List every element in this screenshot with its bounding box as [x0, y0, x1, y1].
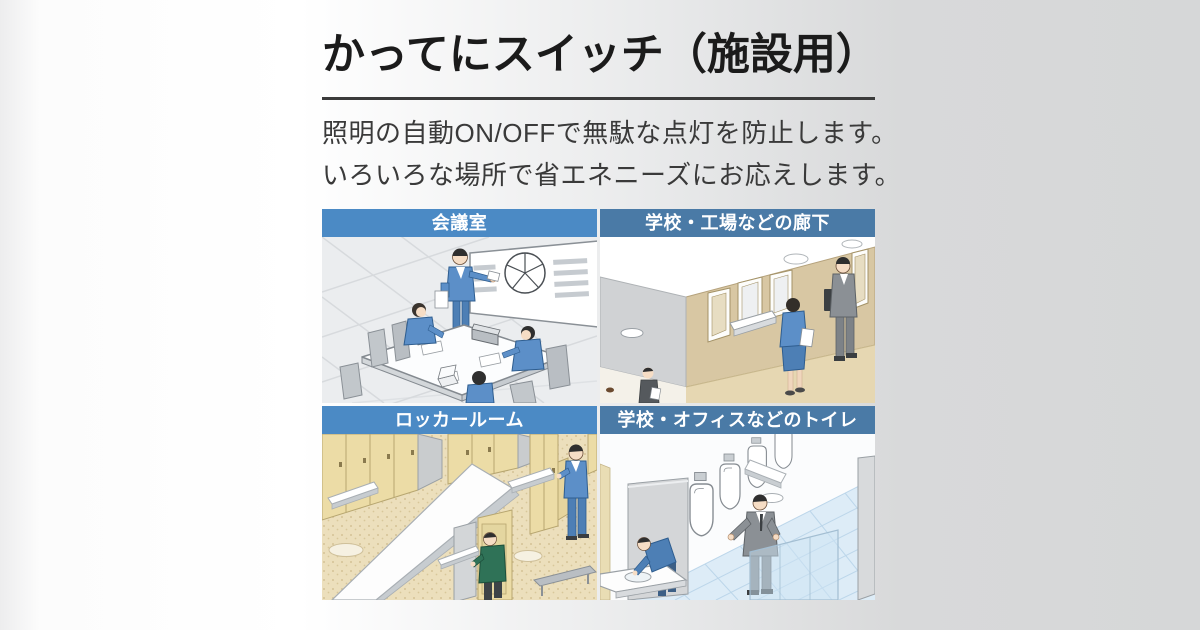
corridor-illustration: [600, 237, 875, 403]
page-title: かってにスイッチ（施設用）: [322, 31, 879, 79]
doors-and-windows: [707, 248, 869, 343]
panel-header-restroom: 学校・オフィスなどのトイレ: [600, 406, 875, 434]
locker-island: [331, 463, 520, 600]
header-block: かってにスイッチ（施設用） 照明の自動ON/OFFで無駄な点灯を防止します。 い…: [322, 30, 902, 196]
panel-header-corridor: 学校・工場などの廊下: [600, 209, 875, 237]
panel-label-corridor: 学校・工場などの廊下: [645, 213, 830, 233]
panel-restroom: 学校・オフィスなどのトイレ: [600, 406, 875, 600]
corridor-floor: [686, 345, 875, 403]
locker-bank-right: [529, 434, 597, 535]
floor-object: [606, 387, 614, 393]
small-figure: [638, 367, 662, 403]
walking-man-suit: [824, 257, 858, 361]
title-underline: [322, 96, 875, 100]
restroom-illustration: [600, 434, 875, 600]
bench: [533, 565, 597, 596]
presenter: [434, 248, 501, 340]
floor-mat-1: [328, 543, 364, 557]
wall-light-fixture: [729, 310, 777, 337]
locker-room-svg: [322, 434, 597, 600]
restroom-svg: [600, 434, 875, 600]
scene-grid: 会議室: [322, 209, 875, 600]
panel-header-locker-room: ロッカールーム: [322, 406, 597, 434]
glass-partition: [749, 529, 839, 600]
panel-label-locker-room: ロッカールーム: [395, 410, 524, 430]
meeting-room-svg: [322, 237, 597, 403]
man-washing: [600, 537, 688, 599]
floor-mat-2: [513, 550, 543, 562]
panel-label-meeting-room: 会議室: [431, 213, 488, 233]
man-green-jacket: [470, 532, 507, 600]
partition-right: [857, 455, 875, 600]
whiteboard: [469, 240, 597, 328]
panel-label-restroom: 学校・オフィスなどのトイレ: [617, 410, 858, 430]
description-line-2: いろいろな場所で省エネニーズにお応えします。: [322, 159, 902, 190]
locker-room-illustration: [322, 434, 597, 600]
man-blue-suit: [556, 444, 589, 540]
corridor-svg: [600, 237, 875, 403]
fluorescent-lights: [327, 467, 555, 570]
panel-header-meeting-room: 会議室: [322, 209, 597, 237]
ceiling-light-1: [783, 253, 809, 265]
attendees: [339, 303, 571, 403]
description-line-1: 照明の自動ON/OFFで無駄な点灯を防止します。: [322, 117, 898, 148]
panel-locker-room: ロッカールーム: [322, 406, 597, 600]
description: 照明の自動ON/OFFで無駄な点灯を防止します。 いろいろな場所で省エネニーズに…: [322, 112, 902, 196]
panel-corridor: 学校・工場などの廊下: [600, 209, 875, 403]
panel-meeting-room: 会議室: [322, 209, 597, 403]
walking-woman: [779, 298, 815, 396]
meeting-room-illustration: [322, 237, 597, 403]
left-wall-edge: [600, 463, 611, 600]
ceiling-light-2: [841, 239, 863, 249]
wall-light-oval: [620, 328, 644, 338]
